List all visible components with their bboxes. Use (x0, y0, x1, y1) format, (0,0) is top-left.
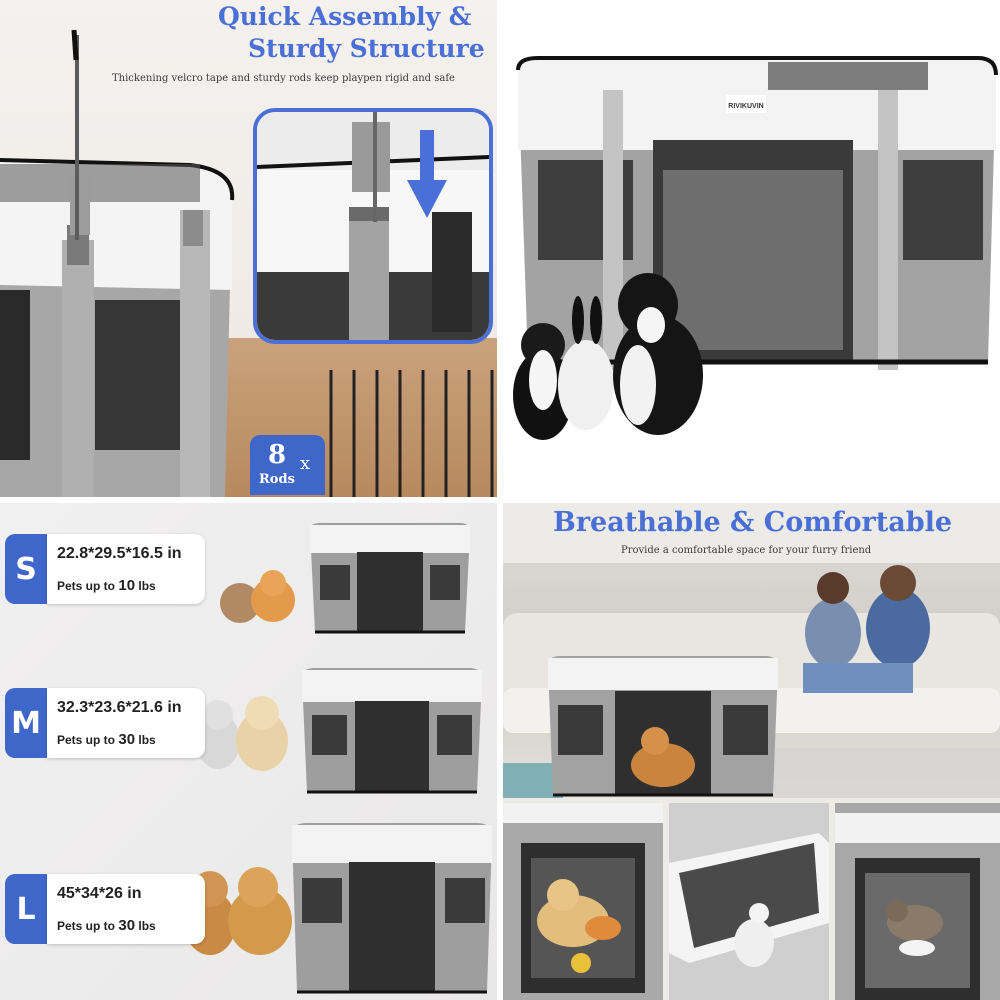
velcro-detail-illustration (257, 112, 489, 340)
product-hero-panel: RIVIKUVIN (503, 0, 1000, 497)
detail-photo-cat-eating (835, 803, 1000, 1000)
size-l-card: 45*34*26 in Pets up to 30 lbs (47, 874, 205, 944)
size-l-pets-text: Pets up to 30 lbs (57, 917, 156, 934)
size-s-pets-prefix: Pets up to (57, 579, 116, 593)
size-s-pets (220, 570, 295, 623)
size-m-playpen (302, 668, 482, 794)
cat-top-view-illustration (669, 803, 829, 1000)
rods-count-badge: 8 x Rods (250, 435, 325, 495)
brand-label: RIVIKUVIN (728, 103, 763, 110)
size-m-dimensions: 32.3*23.6*21.6 in (57, 699, 182, 716)
size-l-pets-number: 30 (118, 917, 136, 934)
size-m-card: 32.3*23.6*21.6 in Pets up to 30 lbs (47, 688, 205, 758)
pets-group-illustration (513, 273, 703, 440)
size-l-playpen (292, 823, 492, 994)
size-l-badge: L (5, 874, 47, 944)
rods-row-illustration (329, 370, 494, 497)
velcro-detail-inset (253, 108, 493, 344)
size-s-playpen (310, 523, 470, 634)
assembly-subtitle: Thickening velcro tape and sturdy rods k… (112, 73, 455, 84)
size-m-pets-prefix: Pets up to (57, 733, 116, 747)
size-m-pets-unit: lbs (138, 733, 156, 747)
size-s-pets-number: 10 (118, 577, 136, 594)
size-l-pets-prefix: Pets up to (57, 919, 116, 933)
assembly-panel: Quick Assembly & Sturdy Structure Thicke… (0, 0, 497, 497)
breathable-title: Breathable & Comfortable (553, 507, 953, 538)
rods-multiplier: x (300, 453, 311, 474)
living-room-scene (503, 563, 1000, 798)
dog-in-playpen-illustration (503, 803, 663, 1000)
size-s-pets-text: Pets up to 10 lbs (57, 577, 156, 594)
size-m-pets-number: 30 (118, 731, 136, 748)
breathable-panel: Breathable & Comfortable Provide a comfo… (503, 503, 1000, 1000)
size-s-pets-unit: lbs (138, 579, 156, 593)
assembly-title-line1: Quick Assembly & (218, 2, 472, 31)
detail-photo-dog (503, 803, 663, 1000)
rods-count: 8 (268, 440, 287, 470)
sizes-panel: S 22.8*29.5*16.5 in Pets up to 10 lbs M … (0, 503, 497, 1000)
assembly-title-line2: Sturdy Structure (248, 34, 485, 63)
comfortable-playpen (548, 656, 778, 797)
tent-corner-closeup (0, 29, 235, 497)
size-s-badge: S (5, 534, 47, 604)
size-s-card: 22.8*29.5*16.5 in Pets up to 10 lbs (47, 534, 205, 604)
size-l-dimensions: 45*34*26 in (57, 885, 142, 902)
detail-photo-cat-top (669, 803, 829, 1000)
size-l-pets-unit: lbs (138, 919, 156, 933)
size-m-pets-text: Pets up to 30 lbs (57, 731, 156, 748)
size-m-pets (196, 696, 288, 771)
rods-label: Rods (259, 472, 295, 487)
cat-eating-illustration (835, 803, 1000, 1000)
breathable-subtitle: Provide a comfortable space for your fur… (621, 545, 872, 556)
size-m-badge: M (5, 688, 47, 758)
size-s-dimensions: 22.8*29.5*16.5 in (57, 545, 182, 562)
down-arrow-icon (407, 130, 447, 218)
